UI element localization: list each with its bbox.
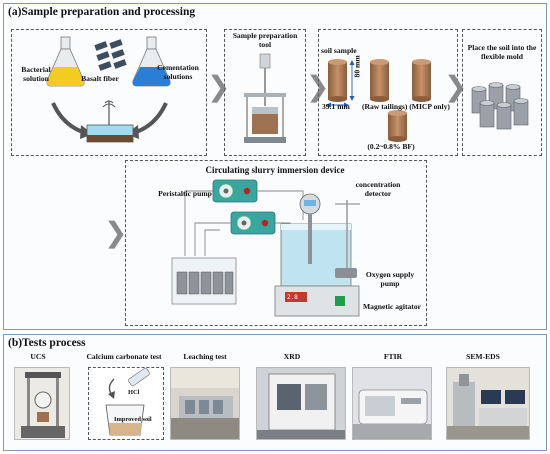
tool-panel	[224, 29, 306, 156]
flask-icon	[132, 36, 171, 87]
soil-sample-cylinder	[370, 59, 389, 102]
height-label: 80 mm	[352, 55, 362, 78]
sample-tank	[171, 257, 237, 305]
test-label-xrd: XRD	[283, 352, 301, 361]
soil-sample-cylinder	[328, 59, 347, 102]
flexible-mold-illustration	[471, 82, 529, 130]
cementation-solutions-label: Cementation solutions	[157, 63, 199, 81]
test-label-leaching: Leaching test	[183, 352, 227, 361]
xrd-machine-image	[256, 367, 346, 440]
materials-panel	[11, 29, 207, 156]
tool-label: Sample preparation tool	[232, 31, 298, 49]
chevron-right-icon: ❯	[104, 216, 128, 249]
calcium-test-illustration	[105, 367, 150, 436]
soil-sample-cylinder	[388, 110, 407, 142]
materials-illustration	[46, 36, 171, 143]
mold-panel	[462, 29, 542, 156]
device-panel	[125, 160, 427, 326]
chevron-right-icon: ❯	[444, 70, 468, 103]
soil-sample-label: soil sample	[321, 46, 357, 55]
soil-sample-cylinder	[412, 59, 431, 102]
mold-label: Place the soil into the flexible mold	[467, 43, 537, 61]
device-illustration	[171, 179, 360, 317]
section-a-panel	[3, 3, 547, 330]
test-label-ucs: UCS	[30, 352, 46, 361]
magnetic-agitator-label: Magnetic agitator	[363, 302, 421, 311]
peristaltic-pump-label: Peristaltic pump	[158, 189, 212, 198]
oxygen-pump-icon	[335, 200, 360, 278]
sem-eds-machine-image	[446, 367, 530, 440]
ucs-machine-image	[14, 367, 70, 440]
peristaltic-pump-icon	[212, 179, 258, 203]
test-label-ftir: FTIR	[383, 352, 403, 361]
device-title: Circulating slurry immersion device	[205, 165, 345, 175]
basalt-fiber-icon	[94, 39, 127, 71]
leaching-test-image	[170, 367, 240, 440]
flask-icon	[46, 36, 85, 87]
raw-tailings-label: (Raw tailings) (MICP only)	[362, 102, 450, 111]
test-label-calcium: Calcium carbonate test	[86, 352, 162, 361]
agitator-display: 2.8	[287, 294, 298, 301]
sample-tool-illustration	[244, 53, 286, 143]
peristaltic-pump-icon	[230, 211, 276, 235]
concentration-detector-icon	[299, 193, 321, 264]
hcl-label: HCl	[128, 389, 140, 396]
samples-panel	[318, 29, 458, 156]
ftir-machine-image	[352, 367, 432, 440]
chevron-right-icon: ❯	[306, 70, 330, 103]
soil-samples-illustration	[326, 59, 431, 142]
concentration-detector-label: concentration detector	[355, 180, 401, 198]
oxygen-pump-label: Oxygen supply pump	[365, 270, 415, 288]
basalt-fiber-label: Basalt fiber	[81, 74, 119, 83]
test-label-sem: SEM-EDS	[466, 352, 500, 361]
bacterial-solution-label: Bacterial solution	[21, 65, 51, 83]
magnetic-agitator-icon	[274, 285, 360, 317]
fiber-content-label: (0.2~0.8% BF)	[367, 142, 415, 151]
section-b-title: (b)Tests process	[8, 337, 86, 349]
diameter-label: 39.1 mm	[322, 102, 350, 111]
section-a-title: (a)Sample preparation and processing	[8, 6, 196, 18]
improved-soil-label: Improved soil	[114, 416, 152, 423]
